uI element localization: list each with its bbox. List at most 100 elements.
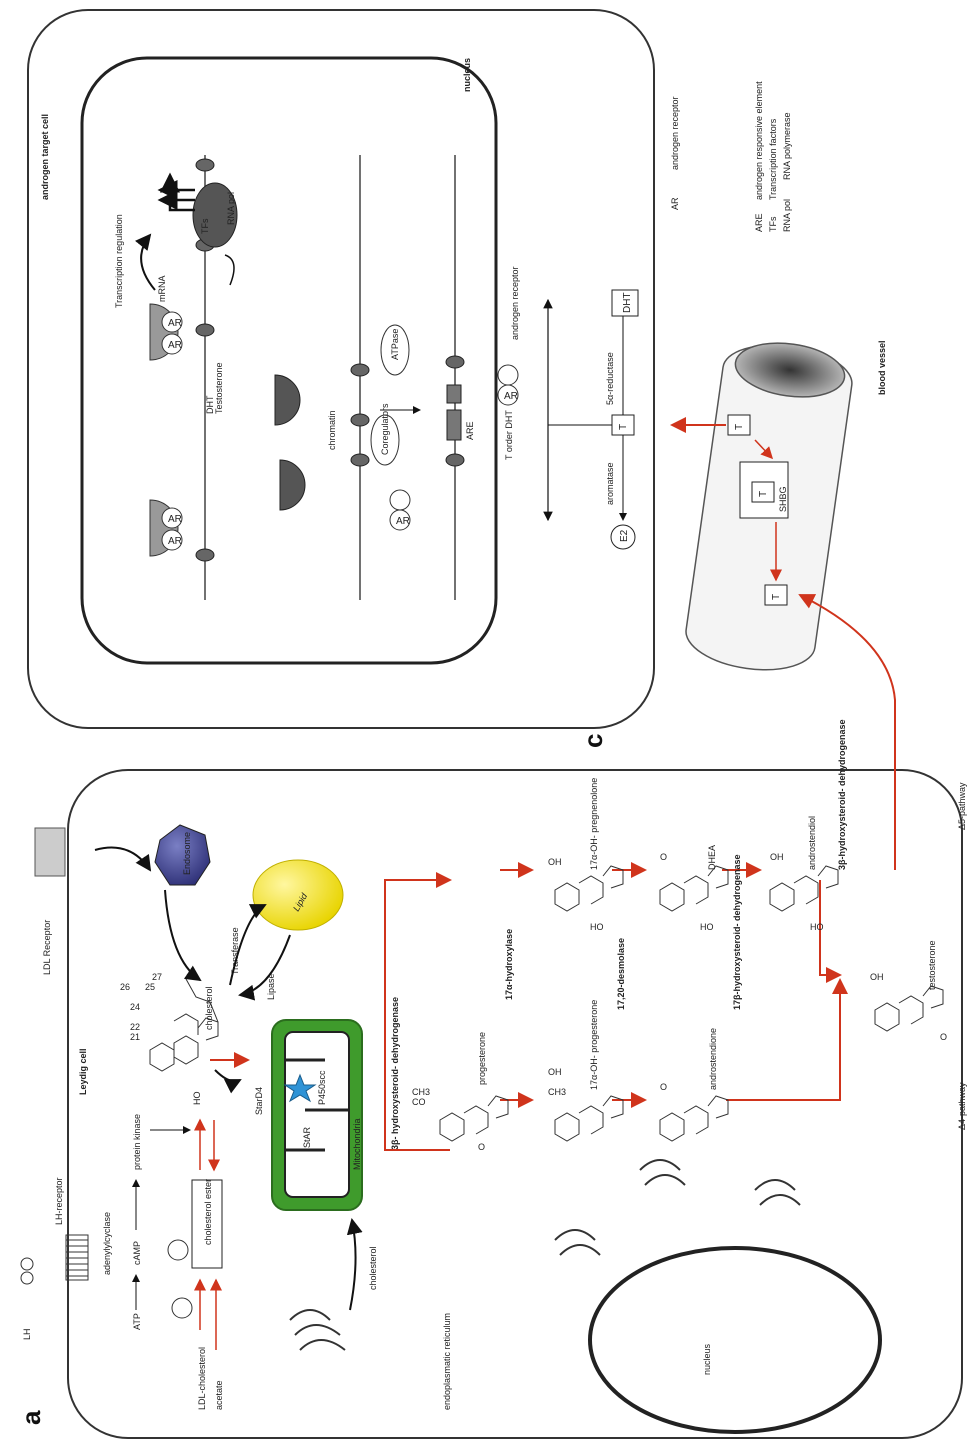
oh-progesterone-label: 17α-OH- progesterone (589, 1000, 599, 1090)
target-nucleus-label: nucleus (462, 58, 472, 92)
atom-number-25: 25 (145, 982, 155, 992)
o-label-2: O (660, 852, 667, 862)
dht-box (611, 289, 639, 317)
oh-label-1: OH (548, 1067, 562, 1077)
blood-vessel-label: blood vessel (877, 340, 887, 395)
ar-dimer-left: AR AR (149, 499, 183, 557)
lh-receptor-label: LH-receptor (54, 1177, 64, 1225)
oh-label-3: OH (770, 852, 784, 862)
dhea-label: DHEA (707, 845, 717, 870)
cholesterol-ester-label: cholesterol ester (203, 1179, 213, 1245)
delta4-label: Δ4-pathway (957, 1082, 967, 1130)
golgi-1 (554, 1229, 601, 1256)
stard4-arrow (214, 1069, 242, 1094)
delta5-label: Δ5-pathway (957, 782, 967, 830)
mitochondria-label: Mitochondria (352, 1118, 362, 1170)
tfs-label: TFs (200, 218, 210, 234)
hsd3b-label-1: 3β- hydroxysteroid- dehydrogenase (390, 997, 400, 1150)
cholesterol-ester-box (191, 1179, 223, 1269)
ar-label-5: AR (396, 516, 410, 527)
golgi-3 (754, 1179, 801, 1206)
leydig-nucleus-label: nucleus (702, 1343, 712, 1375)
reductase-label: 5α-reductase (605, 352, 615, 405)
target-cell-title: androgen target cell (40, 114, 50, 200)
p450scc-star (283, 1073, 317, 1103)
desmolase-label: 17,20-desmolase (616, 938, 626, 1010)
coregulators-label: Coregulators (380, 403, 390, 455)
are-box-1 (446, 409, 462, 441)
adenylylcyclase-label: adenylylcyclase (102, 1212, 112, 1275)
lipase-label: Lipase (266, 973, 276, 1000)
legend-are: ARE (754, 213, 764, 232)
ldl-receptor-label: LDL Receptor (42, 920, 52, 975)
atp-label: ATP (132, 1313, 142, 1330)
legend-rnapol: RNA pol (782, 199, 792, 232)
are-box-2 (446, 384, 462, 404)
cholesterol-er-label: cholesterol (368, 1246, 378, 1290)
legend-tfs-def: Transcription factors (768, 118, 778, 200)
t-shbg-arrow-1 (754, 439, 774, 460)
vessel-lumen (734, 342, 846, 398)
coregulators-shape (370, 414, 400, 466)
legend-rnapol-def: RNA polymerase (782, 112, 792, 180)
ho-label-2: HO (590, 922, 604, 932)
camp-label: cAMP (132, 1241, 142, 1265)
legend-tfs: TFs (768, 216, 778, 232)
e2-label: E2 (619, 529, 630, 542)
transcription-arrow-1 (160, 172, 195, 212)
er-membranes-1 (289, 1309, 346, 1351)
endosome (154, 824, 211, 886)
t-box-label: T (618, 424, 629, 430)
leydig-nucleus (588, 1246, 882, 1434)
endosome-cholesterol-arrow (164, 889, 202, 982)
aromatase-label: aromatase (605, 462, 615, 505)
ar-label-2: AR (168, 536, 182, 547)
target-nucleus-outline (80, 56, 498, 665)
atom-number-22: 22 (130, 1022, 140, 1032)
mitochondria-inner (284, 1031, 350, 1198)
testosterone-to-vessel-arrow (798, 594, 896, 870)
androstenedione-to-t-arrow (726, 978, 848, 1101)
legend-ar: AR (670, 197, 680, 210)
lipid-vesicle-2 (171, 1297, 193, 1319)
o-label-3: O (478, 1142, 485, 1152)
o-label-4: O (940, 1032, 947, 1042)
ar-dimer-free: AR AR (389, 364, 519, 531)
hsd17b-label: 17β-hydroxysteroid- dehydrogenase (732, 854, 742, 1010)
lipid-droplet (252, 859, 344, 931)
cholesterol-atom-numbers: 21 22 24 26 25 27 (120, 972, 162, 1042)
vessel-t-3: T (771, 594, 782, 600)
vessel-t-box-1 (727, 414, 751, 436)
rna-pol-shape (192, 182, 238, 248)
testosterone-label: testosterone (927, 940, 937, 990)
ar-label-3: AR (168, 318, 182, 329)
lipid-vesicle-1 (167, 1239, 189, 1261)
ho-label-3: HO (700, 922, 714, 932)
ar-label-6: AR (504, 391, 518, 402)
atpase-label: ATPase (390, 329, 400, 360)
er-label: endoplasmatic reticulum (442, 1313, 452, 1410)
chromatin-label: chromatin (327, 410, 337, 450)
ldl-receptor (34, 827, 66, 877)
vessel-t-box-3 (764, 584, 788, 606)
ldl-endosome-arrow (94, 846, 152, 872)
atom-number-21: 21 (130, 1032, 140, 1042)
shbg-label: SHBG (778, 486, 788, 512)
er-mito-arrow (346, 1218, 363, 1311)
star-label: StAR (302, 1126, 312, 1148)
ho-label-1: HO (192, 1092, 202, 1106)
oh-label-2: OH (548, 857, 562, 867)
ar-label-1: AR (168, 514, 182, 525)
androgen-receptor-label: androgen receptor (510, 266, 520, 340)
ch3-label-2: CH3 (548, 1087, 566, 1097)
hsd3b-label-2: 3β-hydroxysteroid- dehydrogenase (837, 719, 847, 870)
progesterone-label: progesterone (477, 1032, 487, 1085)
ho-label-4: HO (810, 922, 824, 932)
testosterone-nuclear-label: Testosterone (214, 362, 224, 414)
o-label-1: O (660, 1082, 667, 1092)
co-label-1: CO (412, 1097, 426, 1107)
mrna-label: mRNA (157, 276, 167, 303)
mitochondria-cristae (285, 1058, 349, 1152)
rna-pol-label: RNA pol (226, 192, 236, 225)
